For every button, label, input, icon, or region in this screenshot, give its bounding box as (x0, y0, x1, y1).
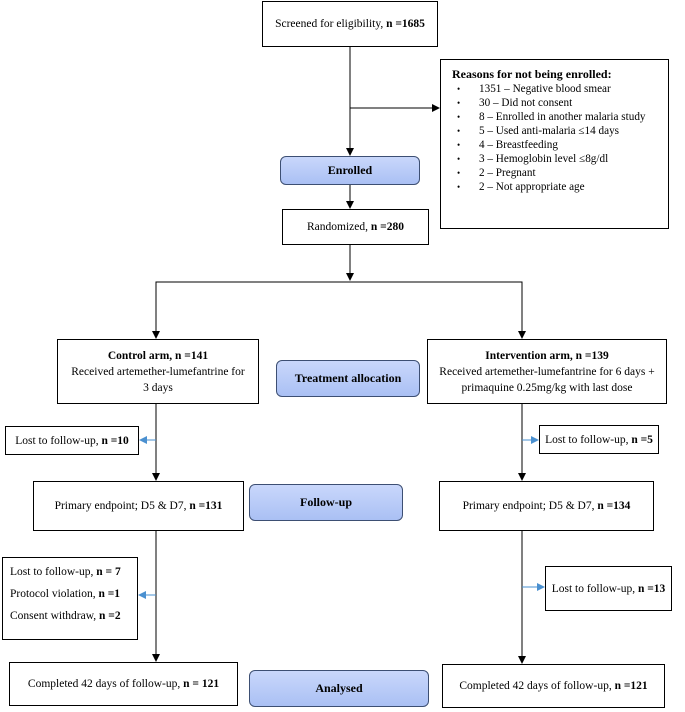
randomized-box: Randomized, n =280 (282, 209, 429, 245)
reason-item: 2 – Pregnant (457, 166, 660, 180)
screened-label: Screened for eligibility, (275, 18, 387, 30)
intervention-primary-box: Primary endpoint; D5 & D7, n =134 (439, 481, 654, 531)
intervention-primary-count: n =134 (597, 500, 631, 512)
intervention-primary-label: Primary endpoint; D5 & D7, (462, 500, 598, 512)
reason-item: 2 – Not appropriate age (457, 180, 660, 194)
intervention-lost2-count: n =13 (637, 582, 666, 595)
intervention-arm-title: Intervention arm, n =139 (485, 349, 609, 362)
reason-item: 4 – Breastfeeding (457, 138, 660, 152)
control-lost2-consent-label: Consent withdraw, (10, 610, 100, 622)
control-arm-title: Control arm, n =141 (107, 349, 209, 362)
control-lost1-count: n =10 (101, 434, 129, 447)
randomized-label: Randomized, (307, 221, 371, 233)
screened-count: n =1685 (386, 18, 425, 30)
split-line (155, 281, 523, 338)
screened-box: Screened for eligibility, n =1685 (262, 1, 438, 47)
control-primary-label: Primary endpoint; D5 & D7, (54, 500, 190, 512)
reasons-box: Reasons for not being enrolled: 1351 – N… (440, 59, 669, 229)
control-lost2-protocol-count: n =1 (98, 588, 121, 600)
intervention-lost1-count: n =5 (631, 433, 653, 446)
control-arm-desc-line2: 3 days (143, 381, 173, 394)
stage-enrolled: Enrolled (280, 156, 420, 185)
stage-treatment-allocation: Treatment allocation (276, 360, 420, 397)
reason-item: 8 – Enrolled in another malaria study (457, 110, 660, 124)
intervention-completed-count: n =121 (614, 680, 648, 692)
stage-analysed: Analysed (249, 670, 429, 707)
reason-item: 5 – Used anti-malaria ≤14 days (457, 124, 660, 138)
control-completed-count: n = 121 (183, 678, 220, 690)
intervention-arm-box: Intervention arm, n =139 Received arteme… (427, 339, 667, 404)
reason-item: 3 – Hemoglobin level ≤8g/dl (457, 152, 660, 166)
randomized-count: n =280 (370, 221, 404, 233)
intervention-arm-desc-line1: Received artemether-lumefantrine for 6 d… (439, 365, 655, 378)
reasons-list: 1351 – Negative blood smear 30 – Did not… (451, 82, 660, 194)
control-lost2-box: Lost to follow-up, n = 7 Protocol violat… (2, 557, 138, 640)
intervention-completed-label: Completed 42 days of follow-up, (459, 680, 615, 692)
intervention-lost2-label: Lost to follow-up, (551, 582, 638, 595)
intervention-lost2-box: Lost to follow-up, n =13 (545, 566, 672, 611)
control-completed-label: Completed 42 days of follow-up, (27, 678, 184, 690)
intervention-arm-desc-line2: primaquine 0.25mg/kg with last dose (461, 381, 633, 394)
control-lost1-label: Lost to follow-up, (15, 434, 102, 447)
control-primary-box: Primary endpoint; D5 & D7, n =131 (33, 481, 244, 531)
reason-item: 1351 – Negative blood smear (457, 82, 660, 96)
control-lost2-lost-label: Lost to follow-up, (10, 566, 97, 578)
reasons-title: Reasons for not being enrolled: (452, 67, 612, 81)
intervention-completed-box: Completed 42 days of follow-up, n =121 (442, 664, 665, 708)
control-completed-box: Completed 42 days of follow-up, n = 121 (9, 662, 238, 706)
control-lost2-consent-count: n =2 (99, 610, 121, 622)
control-primary-count: n =131 (189, 500, 223, 512)
stage-follow-up: Follow-up (249, 484, 403, 521)
reason-item: 30 – Did not consent (457, 96, 660, 110)
control-lost2-protocol-label: Protocol violation, (10, 588, 99, 600)
control-arm-desc-line1: Received artemether-lumefantrine for (71, 365, 245, 378)
control-lost2-lost-count: n = 7 (96, 566, 121, 578)
control-arm-box: Control arm, n =141 Received artemether-… (57, 339, 259, 404)
intervention-lost1-label: Lost to follow-up, (545, 433, 632, 446)
control-lost1-box: Lost to follow-up, n =10 (5, 426, 139, 455)
intervention-lost1-box: Lost to follow-up, n =5 (539, 425, 659, 454)
